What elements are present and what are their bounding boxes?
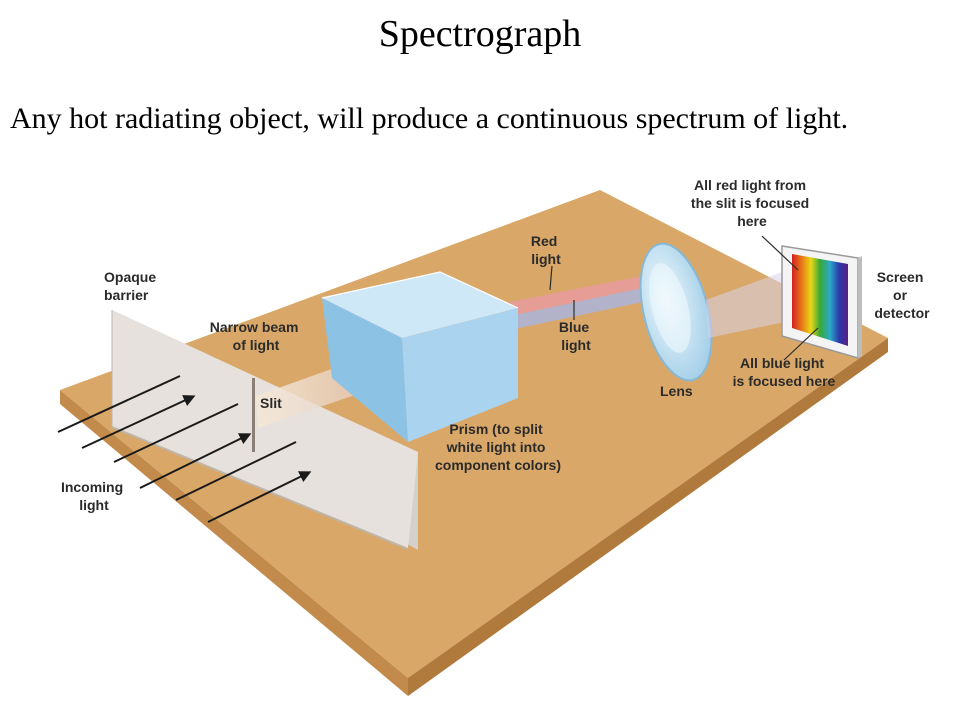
prism [321, 271, 519, 442]
screen-detector [781, 245, 862, 359]
blue-beam [510, 286, 652, 330]
label-opaque-barrier: Opaque barrier [104, 269, 160, 303]
label-slit: Slit [260, 395, 282, 411]
narrow-beam [256, 366, 358, 428]
focused-beam [706, 270, 794, 338]
incoming-light-rays [57, 375, 312, 523]
label-prism: Prism (to split white light into compone… [435, 421, 561, 473]
label-blue-light: Blue light [559, 319, 593, 353]
label-screen-detector: Screen or detector [874, 269, 930, 321]
label-lens: Lens [660, 383, 693, 399]
label-red-light: Red light [531, 233, 561, 267]
opaque-barrier [111, 310, 418, 550]
slide-title: Spectrograph [378, 13, 582, 55]
leader-lines [549, 235, 819, 361]
red-beam [510, 274, 652, 316]
slide-body-text: Any hot radiating object, will produce a… [10, 102, 849, 135]
label-incoming-light: Incoming light [61, 479, 127, 513]
slit [252, 378, 255, 452]
label-narrow-beam: Narrow beam of light [210, 319, 303, 353]
spectrograph-diagram: Opaque barrier Narrow beam of light Slit… [57, 177, 930, 696]
label-blue-focus: All blue light is focused here [733, 355, 836, 389]
label-red-focus: All red light from the slit is focused h… [691, 177, 813, 229]
lens [639, 242, 713, 382]
